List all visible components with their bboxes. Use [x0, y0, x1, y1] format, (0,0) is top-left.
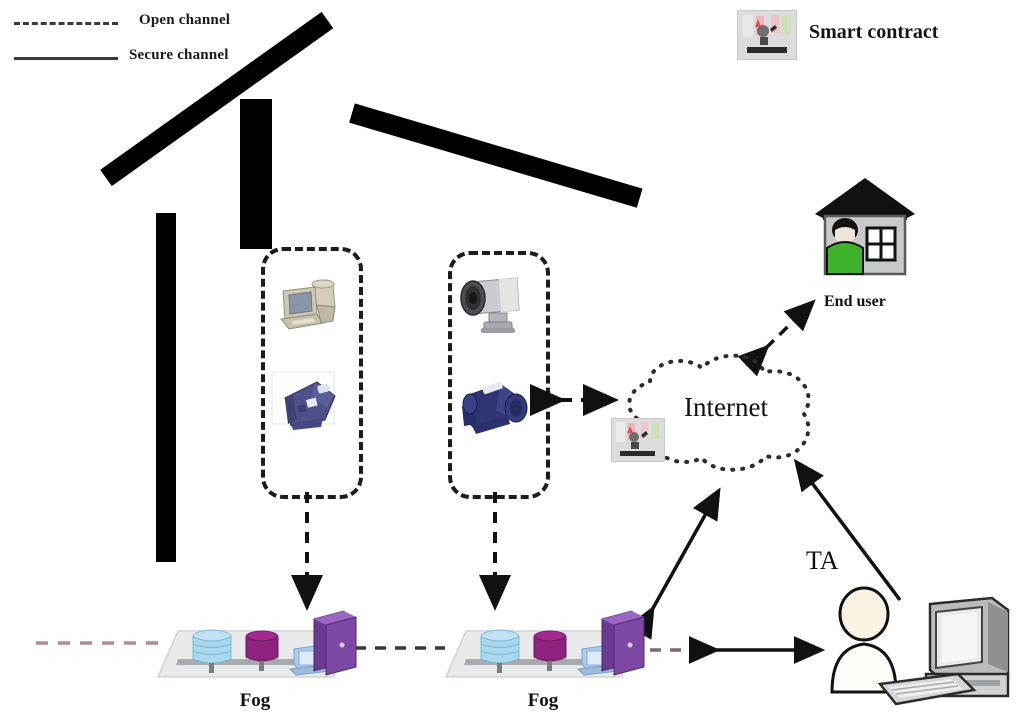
edge-ta-to-internet: [793, 458, 902, 602]
end-user-label: End user: [824, 293, 886, 310]
legend-smart-contract-label: Smart contract: [809, 21, 939, 43]
ta-label: TA: [806, 546, 839, 575]
house-wall-left: [156, 213, 176, 562]
legend-secure-channel-label: Secure channel: [129, 47, 229, 63]
smart-contract-icon-on-cloud: [611, 418, 665, 462]
telephone-icon: [271, 370, 343, 436]
smart-contract-glyph: [738, 11, 796, 59]
desktop-computer-icon: [275, 277, 343, 339]
edge-fog2-to-internet: [626, 487, 721, 640]
legend-open-channel-line: [14, 22, 118, 25]
fog-1-label: Fog: [239, 690, 271, 711]
internet-label: Internet: [684, 392, 768, 422]
house-with-person-icon: [811, 172, 919, 282]
admin-with-computer-icon: [822, 586, 1020, 712]
smart-contract-icon: [737, 10, 797, 60]
cloud-icon: [606, 352, 826, 482]
house-chimney: [240, 99, 272, 249]
legend-secure-channel-line: [14, 57, 118, 60]
fog-server-icon-2[interactable]: [440, 593, 648, 685]
electric-motor-icon: [454, 372, 538, 442]
fog-2-label: Fog: [527, 690, 559, 711]
cctv-camera-icon: [455, 272, 535, 342]
edge-internet-to-enduser: [737, 299, 816, 377]
fog-server-icon-1[interactable]: [152, 593, 360, 685]
legend-open-channel-label: Open channel: [139, 12, 231, 28]
